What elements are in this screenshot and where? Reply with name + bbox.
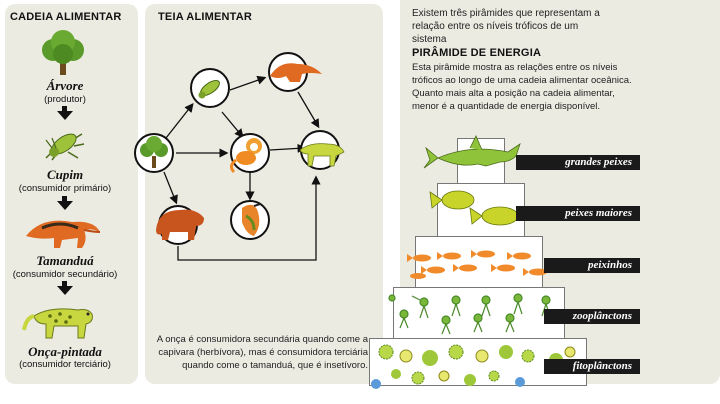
chain-arrow-1-stem	[62, 106, 67, 112]
level-label-grandes-peixes: grandes peixes	[516, 155, 640, 170]
pyramid-description: Esta pirâmide mostra as relações entre o…	[412, 62, 632, 112]
web-node-tree	[134, 133, 174, 173]
chain-arrow-1	[57, 111, 73, 120]
small-fish-icon	[407, 250, 547, 279]
tree-icon	[42, 30, 84, 75]
chain-role-tamandua: (consumidor secundário)	[12, 269, 118, 280]
level-label-peixinhos: peixinhos	[544, 258, 640, 273]
jaguar-icon	[22, 308, 93, 339]
pyramid-title: PIRÂMIDE DE ENERGIA	[412, 47, 542, 59]
chain-role-cupim: (consumidor primário)	[18, 183, 112, 194]
food-web-diagram	[134, 52, 345, 261]
chain-arrow-2-stem	[62, 196, 67, 202]
zooplankton-icon	[388, 293, 551, 335]
food-web-note: A onça é consumidora secundária quando c…	[156, 334, 368, 371]
termite-icon	[45, 133, 85, 161]
web-node-bird	[230, 200, 270, 240]
chain-arrow-3-stem	[62, 281, 67, 287]
web-arrow-monkey-jaguar	[269, 143, 307, 153]
anteater-icon	[26, 220, 101, 248]
web-arrow-tree-capybara	[163, 171, 178, 205]
chain-arrow-2	[57, 201, 73, 210]
level-label-fitoplanctons: fitoplânctons	[544, 359, 640, 374]
chain-name-tamandua: Tamanduá	[36, 253, 94, 268]
chain-role-onca: (consumidor terciário)	[19, 359, 111, 370]
large-fish-icon	[429, 190, 519, 226]
pyramids-intro: Existem três pirâmides que representam a…	[412, 8, 600, 45]
web-node-jaguar	[299, 130, 345, 170]
web-node-anteater	[268, 52, 322, 92]
web-arrow-tree-termite	[165, 102, 194, 139]
level-label-zooplanctons: zooplânctons	[544, 309, 640, 324]
web-arrow-capybara-jaguar	[177, 175, 321, 261]
phytoplankton-icon	[371, 344, 576, 389]
web-node-termite	[190, 68, 230, 108]
web-arrow-termite-monkey	[221, 111, 244, 138]
web-arrow-anteater-jaguar	[297, 91, 320, 129]
pyramid-tier-3	[415, 236, 543, 288]
chain-name-onca: Onça-pintada	[28, 344, 102, 359]
shark-icon	[423, 135, 521, 169]
level-label-peixes-maiores: peixes maiores	[516, 206, 640, 221]
web-node-capybara	[156, 205, 204, 245]
food-web-title: TEIA ALIMENTAR	[158, 11, 253, 23]
chain-arrow-3	[57, 286, 73, 295]
chain-name-arvore: Árvore	[46, 78, 84, 93]
chain-name-cupim: Cupim	[46, 167, 84, 182]
pyramid-organisms	[371, 135, 576, 389]
food-web-panel	[145, 4, 383, 384]
web-node-monkey	[229, 133, 270, 174]
chain-role-arvore: (produtor)	[44, 94, 86, 105]
web-arrow-termite-anteater	[229, 75, 267, 91]
food-chain-title: CADEIA ALIMENTAR	[10, 11, 122, 23]
